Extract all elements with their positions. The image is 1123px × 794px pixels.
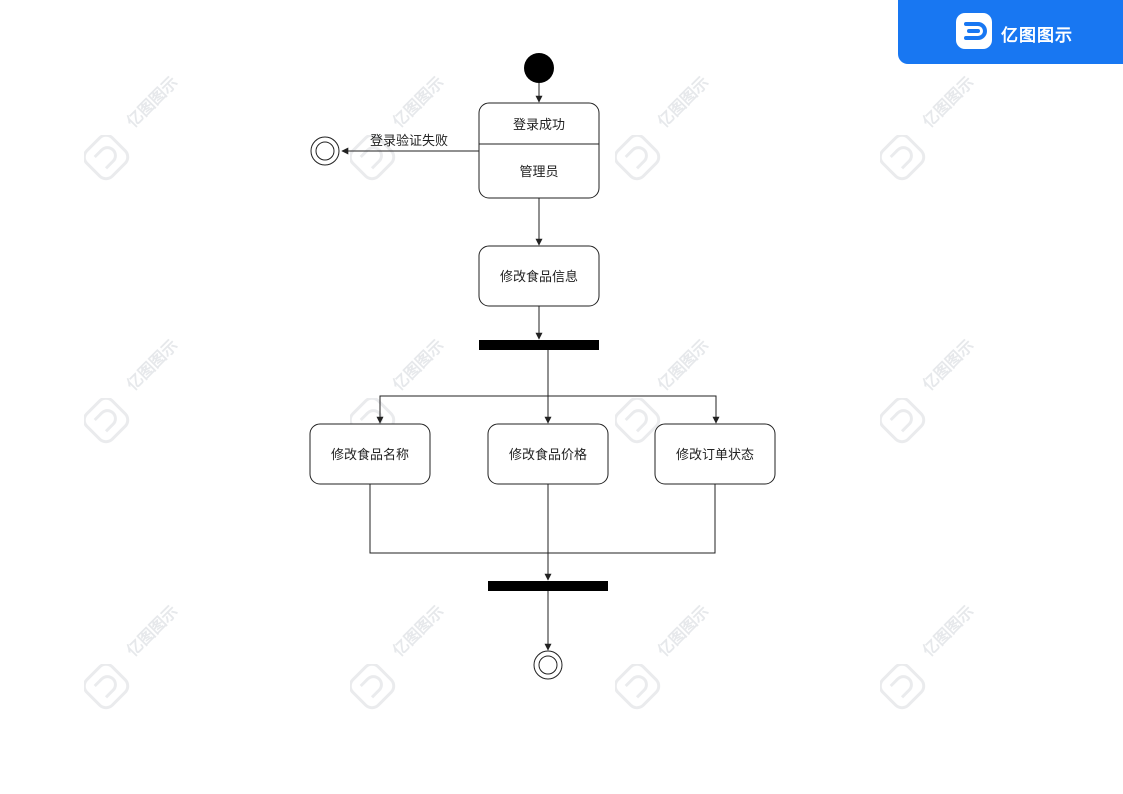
join-bar	[488, 581, 608, 591]
watermark: 亿图图示	[880, 602, 980, 724]
initial-node	[524, 53, 554, 83]
state-edit-price[interactable]: 修改食品价格	[487, 423, 609, 485]
state-edit-price-label: 修改食品价格	[509, 447, 587, 463]
edraw-logo-icon	[956, 13, 992, 49]
flow-arrow	[376, 350, 549, 424]
state-login-body: 管理员	[519, 165, 558, 180]
watermark: 亿图图示	[84, 73, 184, 195]
state-edit-name-label: 修改食品名称	[331, 447, 409, 463]
watermark: 亿图图示	[350, 73, 450, 195]
watermark: 亿图图示	[615, 73, 715, 195]
watermark: 亿图图示	[84, 336, 184, 458]
brand-banner: 亿图图示	[898, 0, 1123, 64]
flow-arrow	[548, 395, 720, 424]
state-edit-order-label: 修改订单状态	[676, 448, 754, 463]
state-edit-info-label: 修改食品信息	[500, 269, 578, 285]
state-edit-info[interactable]: 修改食品信息	[478, 245, 600, 307]
watermark: 亿图图示	[615, 602, 715, 724]
brand-name: 亿图图示	[1001, 26, 1073, 46]
final-node-fail	[310, 136, 340, 166]
watermark: 亿图图示	[84, 602, 184, 724]
join-line	[369, 484, 716, 554]
watermark: 亿图图示	[350, 602, 450, 724]
watermark: 亿图图示	[615, 336, 715, 458]
state-login-title: 登录成功	[513, 118, 565, 133]
watermark: 亿图图示	[880, 336, 980, 458]
state-edit-name[interactable]: 修改食品名称	[309, 423, 431, 485]
state-login[interactable]: 登录成功 管理员	[478, 102, 600, 199]
state-edit-order[interactable]: 修改订单状态	[654, 423, 776, 485]
watermark: 亿图图示	[880, 73, 980, 195]
fail-label: 登录验证失败	[370, 133, 448, 149]
final-node	[533, 650, 563, 680]
fork-bar	[479, 340, 599, 350]
